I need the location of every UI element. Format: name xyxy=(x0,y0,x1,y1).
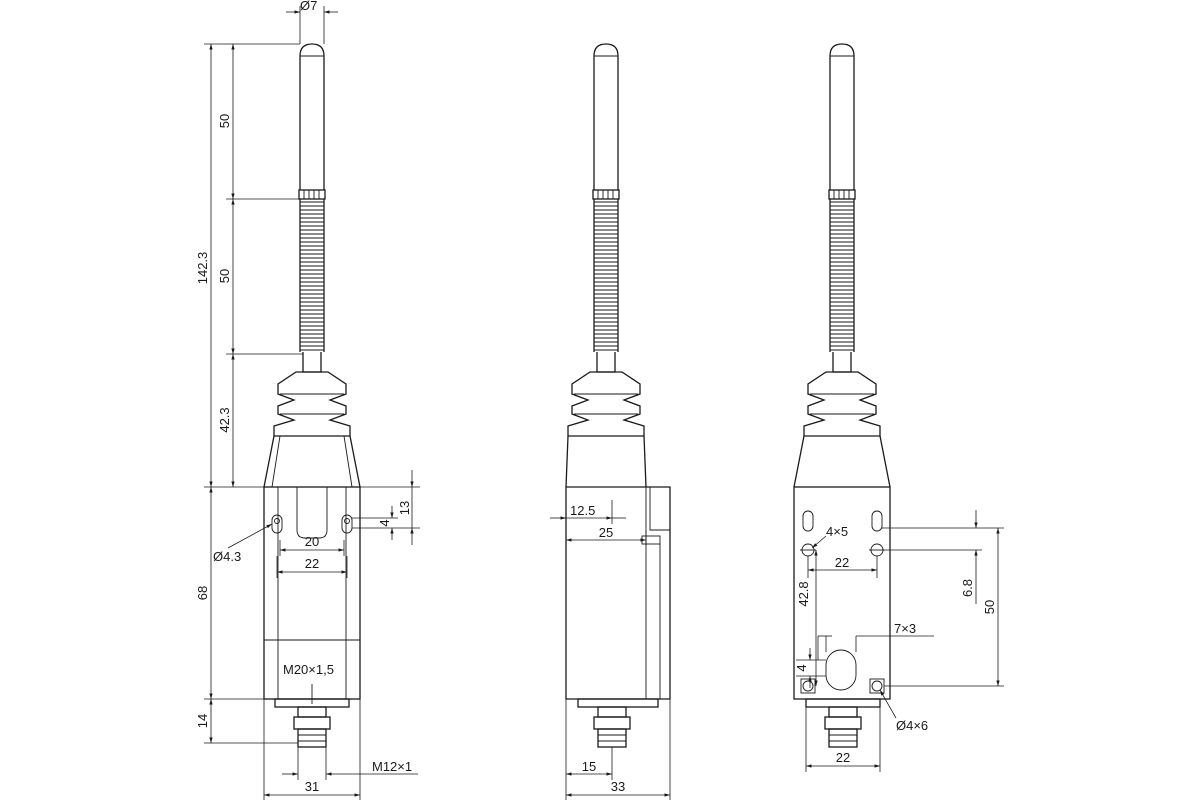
side-rod xyxy=(592,43,620,200)
rear-spring xyxy=(829,199,855,352)
dim-slot-size: 7×3 xyxy=(894,621,916,636)
front-view: Ø7 142.3 50 50 42.3 68 14 xyxy=(195,0,420,800)
dim-gland-thread: M12×1 xyxy=(372,759,412,774)
dim-body-height: 68 xyxy=(195,586,210,600)
front-rod xyxy=(298,43,326,200)
side-gland xyxy=(577,698,659,748)
rear-boot xyxy=(803,371,881,437)
dim-upper-depth: 25 xyxy=(599,525,613,540)
dim-body-depth: 33 xyxy=(611,779,625,794)
front-gland xyxy=(274,684,350,748)
dim-slot-pitch-inner: 20 xyxy=(305,534,319,549)
rear-view: 4×5 22 42.8 6.8 50 7×3 xyxy=(793,43,1004,772)
dim-rod-upper: 50 xyxy=(217,114,232,128)
front-spring xyxy=(299,199,325,352)
dim-spring-length: 50 xyxy=(217,269,232,283)
front-boot xyxy=(273,371,351,437)
dim-lower-holes: Ø4×6 xyxy=(896,718,928,733)
dim-gland-height: 14 xyxy=(195,714,210,728)
side-view: 12.5 25 15 33 xyxy=(550,43,671,800)
rear-dimensions: 4×5 22 42.8 6.8 50 7×3 xyxy=(794,510,1004,772)
dim-slot-length: 4 xyxy=(377,519,392,526)
side-dimensions: 12.5 25 15 33 xyxy=(550,500,671,800)
rear-rod xyxy=(828,43,856,200)
dim-gland-offset: 15 xyxy=(582,759,596,774)
dim-hole-offset: 6.8 xyxy=(960,579,975,597)
dim-body-width: 31 xyxy=(305,779,319,794)
dim-half-depth: 12.5 xyxy=(570,503,595,518)
rear-gland xyxy=(805,698,881,748)
dim-slot-offset: 13 xyxy=(397,501,412,515)
side-body xyxy=(565,486,671,700)
side-boot xyxy=(567,371,645,437)
dim-hole-span: 50 xyxy=(982,600,997,614)
dim-hole-pitch: 22 xyxy=(835,555,849,570)
dim-slot-pitch-outer: 22 xyxy=(305,556,319,571)
dim-base-width: 22 xyxy=(836,750,850,765)
dim-slot-height: 4 xyxy=(794,664,809,671)
dim-hole-distance: 42.8 xyxy=(796,581,811,606)
dim-upper-holes: 4×5 xyxy=(826,524,848,539)
dim-mount-hole: Ø4.3 xyxy=(213,549,241,564)
dim-boot-height: 42.3 xyxy=(217,407,232,432)
dim-conduit-thread: M20×1,5 xyxy=(283,662,334,677)
front-dimensions: Ø7 142.3 50 50 42.3 68 14 xyxy=(195,0,420,800)
dim-overall-height: 142.3 xyxy=(195,252,210,285)
dim-rod-diameter: Ø7 xyxy=(300,0,317,13)
side-spring xyxy=(593,199,619,352)
